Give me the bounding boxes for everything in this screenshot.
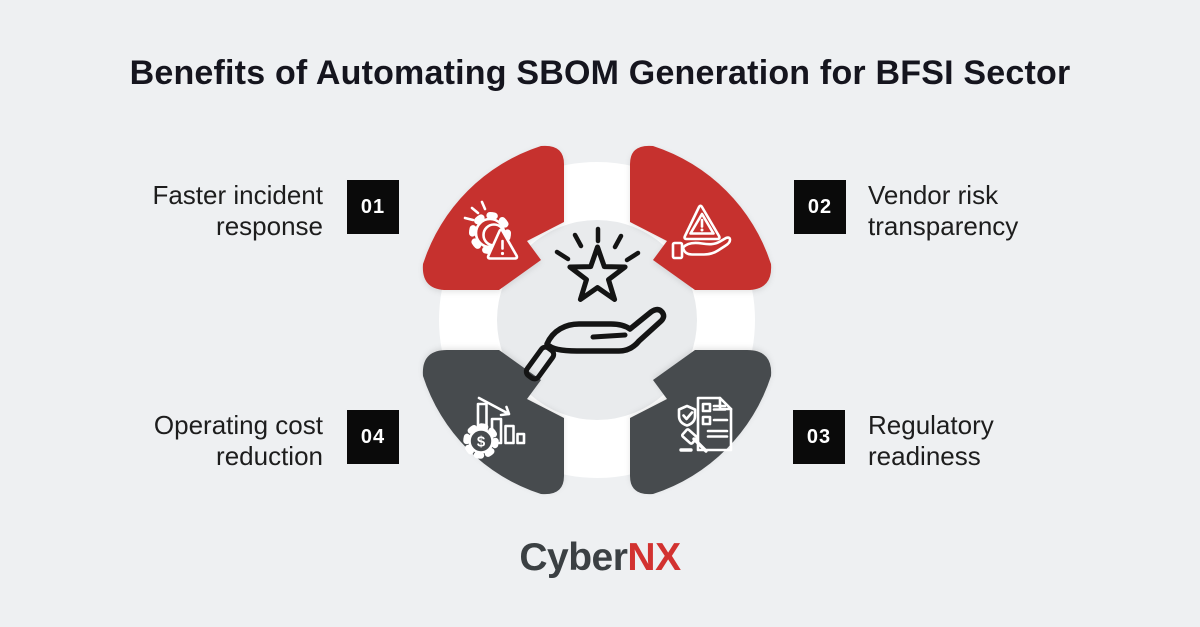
- label-line: Faster incident: [152, 180, 323, 210]
- dollar-glyph: $: [477, 434, 486, 451]
- label-operating-cost-reduction: Operating cost reduction: [154, 410, 323, 472]
- brand-logo-cyber: Cyber: [519, 536, 628, 579]
- label-vendor-risk-transparency: Vendor risk transparency: [868, 180, 1018, 242]
- wheel-ring: [439, 162, 755, 478]
- benefits-wheel-svg: $: [422, 145, 772, 495]
- label-line: readiness: [868, 441, 981, 471]
- label-faster-incident-response: Faster incident response: [152, 180, 323, 242]
- badge-02: 02: [794, 180, 846, 234]
- benefits-wheel: $: [357, 80, 837, 560]
- label-line: transparency: [868, 211, 1019, 241]
- label-line: Vendor risk: [868, 180, 999, 210]
- brand-logo-nx: NX: [627, 536, 681, 579]
- label-regulatory-readiness: Regulatory readiness: [868, 410, 994, 472]
- label-line: reduction: [216, 441, 323, 471]
- hand-presenting-star-icon: [523, 226, 667, 382]
- label-line: response: [216, 211, 323, 241]
- badge-01: 01: [347, 180, 399, 234]
- label-line: Operating cost: [153, 410, 323, 440]
- wheel-inner-circle: [497, 220, 697, 420]
- badge-04: 04: [347, 410, 399, 464]
- vendor-risk-icon: [671, 204, 732, 260]
- brand-logo: CyberNX: [0, 536, 1200, 580]
- cost-reduction-icon: $: [463, 396, 526, 459]
- regulatory-readiness-icon: [677, 396, 733, 453]
- page-title: Benefits of Automating SBOM Generation f…: [129, 54, 1071, 92]
- incident-response-icon: [463, 200, 519, 260]
- label-line: Regulatory: [868, 410, 994, 440]
- badge-03: 03: [793, 410, 845, 464]
